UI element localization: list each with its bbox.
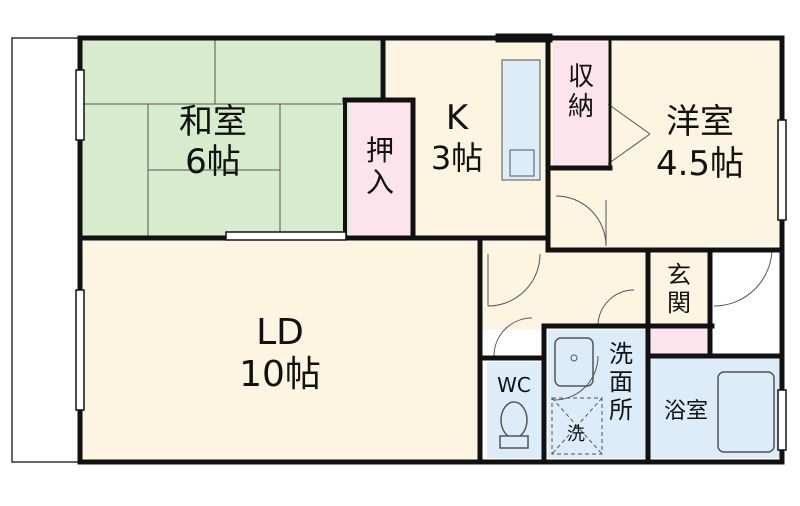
washitsu-size: 6帖 [185, 142, 241, 182]
ld-name: LD [256, 312, 304, 353]
yokushitsu-label: 浴室 [664, 399, 708, 424]
tatami-lines [82, 40, 345, 236]
balcony [11, 37, 81, 463]
youshitsu-name: 洋室 [666, 102, 734, 142]
kitchen-name: K [446, 98, 470, 138]
washing-machine-space [551, 397, 603, 455]
oshiire-fill [349, 102, 411, 236]
genkan-step-fill [651, 328, 709, 354]
senmenjo-label: 洗面所 [609, 340, 633, 424]
windows [75, 69, 787, 451]
shuno-fill [553, 42, 608, 166]
washbasin-icon [554, 337, 594, 387]
washitsu-name: 和室 [179, 102, 247, 142]
washing-machine-cross [551, 397, 603, 455]
toilet-icon [499, 401, 529, 449]
shuno-label: 収納 [568, 62, 594, 122]
ld-size: 10帖 [239, 354, 321, 395]
kitchen-size: 3帖 [431, 139, 483, 177]
hallway-floor [480, 240, 708, 330]
washing-machine-label: 洗 [567, 424, 585, 445]
shuno-diagonal [607, 103, 651, 165]
genkan-label: 玄関 [667, 261, 691, 317]
walls [77, 33, 785, 465]
basin-drain-icon [570, 354, 578, 362]
bathtub-icon [717, 371, 775, 453]
youshitsu-size: 4.5帖 [656, 144, 744, 184]
door-swings [487, 195, 773, 401]
ld-floor [82, 240, 480, 460]
stove-icon [509, 149, 535, 177]
washitsu-tatami [82, 40, 380, 236]
wc-label: WC [497, 373, 531, 397]
oshiire-label: 押入 [366, 134, 394, 199]
